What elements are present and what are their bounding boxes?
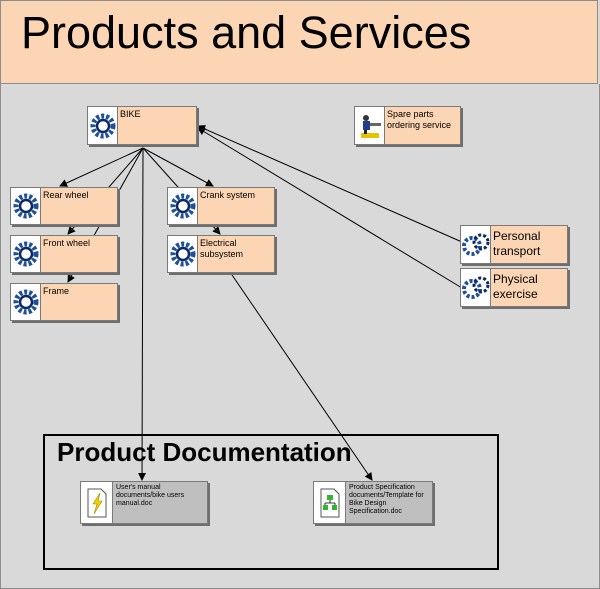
node-label: Rear wheel bbox=[43, 190, 89, 200]
node-label: Crank system bbox=[200, 190, 256, 200]
node-frame[interactable]: Frame bbox=[10, 283, 118, 321]
gear-pair-icon bbox=[461, 269, 491, 306]
gear-pair-icon bbox=[461, 226, 491, 263]
node-rear-wheel[interactable]: Rear wheel bbox=[10, 187, 118, 225]
gear-icon bbox=[11, 284, 41, 320]
node-bike[interactable]: BIKE bbox=[87, 106, 197, 145]
node-personal-transport[interactable]: Personal transport bbox=[460, 225, 568, 264]
doc-product-specification[interactable]: Product Specification documents/Template… bbox=[313, 481, 433, 524]
gear-icon bbox=[11, 188, 41, 224]
node-physical-exercise[interactable]: Physical exercise bbox=[460, 268, 568, 307]
page-title: Products and Services bbox=[21, 7, 472, 58]
node-label: Physical exercise bbox=[493, 272, 538, 301]
product-documentation-group bbox=[43, 434, 499, 570]
node-label: Spare parts ordering service bbox=[387, 109, 452, 130]
gear-icon bbox=[168, 188, 198, 224]
node-front-wheel[interactable]: Front wheel bbox=[10, 235, 118, 273]
node-label: Personal transport bbox=[493, 229, 541, 258]
word-document-icon bbox=[81, 482, 113, 523]
product-documentation-title: Product Documentation bbox=[57, 437, 352, 467]
org-chart-document-icon bbox=[314, 482, 346, 523]
node-electrical-subsystem[interactable]: Electrical subsystem bbox=[167, 235, 275, 273]
person-workbench-icon bbox=[355, 107, 385, 144]
node-crank-system[interactable]: Crank system bbox=[167, 187, 275, 225]
gear-icon bbox=[168, 236, 198, 272]
doc-label: User's manual documents/bike users manua… bbox=[116, 484, 185, 507]
doc-label: Product Specification documents/Template… bbox=[349, 484, 424, 515]
doc-users-manual[interactable]: User's manual documents/bike users manua… bbox=[80, 481, 208, 524]
gear-icon bbox=[11, 236, 41, 272]
title-banner: Products and Services bbox=[0, 0, 598, 84]
node-label: Front wheel bbox=[43, 238, 91, 248]
node-label: Electrical subsystem bbox=[200, 238, 244, 259]
node-label: BIKE bbox=[120, 109, 141, 119]
node-label: Frame bbox=[43, 286, 70, 296]
gear-icon bbox=[88, 107, 118, 144]
node-spare-parts-service[interactable]: Spare parts ordering service bbox=[354, 106, 461, 145]
